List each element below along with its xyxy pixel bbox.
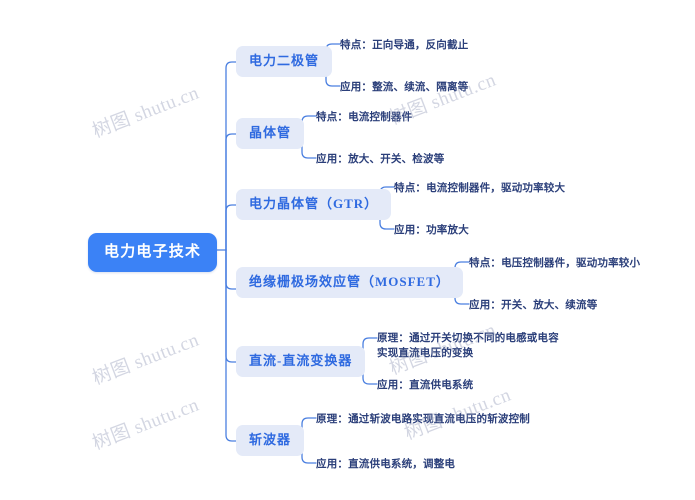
leaf-label: 特点：电流控制器件 <box>316 111 413 123</box>
branch-label: 直流-直流变换器 <box>249 353 353 368</box>
branch-node-power-diode[interactable]: 电力二极管 <box>236 46 333 77</box>
wire-trunk-2 <box>225 133 237 251</box>
leaf-node-chopper-principle[interactable]: 原理：通过斩波电路实现直流电压的斩波控制 <box>316 412 530 427</box>
leaf-label: 应用：直流供电系统，调整电 <box>316 458 456 470</box>
wire-trunk-6 <box>225 249 237 442</box>
leaf-label: 应用：开关、放大、续流等 <box>469 299 598 311</box>
leaf-label: 应用：整流、续流、隔离等 <box>340 81 469 93</box>
leaf-label: 应用：功率放大 <box>394 224 469 236</box>
leaf-node-gtr-application[interactable]: 应用：功率放大 <box>394 223 469 238</box>
leaf-label: 特点：正向导通，反向截止 <box>340 39 469 51</box>
wire-trunk-1 <box>225 61 237 251</box>
leaf-label: 应用：直流供电系统 <box>377 379 474 391</box>
wire-trunk-5 <box>225 249 237 363</box>
branch-node-transistor[interactable]: 晶体管 <box>236 118 305 149</box>
leaf-label: 特点：电流控制器件，驱动功率较大 <box>394 182 566 194</box>
leaf-node-chopper-application[interactable]: 应用：直流供电系统，调整电 <box>316 457 455 472</box>
leaf-node-power-diode-application[interactable]: 应用：整流、续流、隔离等 <box>340 80 468 95</box>
root-node-label: 电力电子技术 <box>104 244 202 260</box>
leaf-label: 原理：通过开关切换不同的电感或电容实现直流电压的变换 <box>377 332 559 360</box>
leaf-label: 特点：电压控制器件，驱动功率较小 <box>469 257 641 269</box>
leaf-node-transistor-application[interactable]: 应用：放大、开关、检波等 <box>316 152 444 167</box>
wire-trunk-4 <box>225 249 237 290</box>
branch-node-mosfet[interactable]: 绝缘栅极场效应管（MOSFET） <box>236 267 463 298</box>
leaf-label: 原理：通过斩波电路实现直流电压的斩波控制 <box>316 413 530 425</box>
leaf-node-power-diode-feature[interactable]: 特点：正向导通，反向截止 <box>340 38 468 53</box>
leaf-label: 应用：放大、开关、检波等 <box>316 153 445 165</box>
branch-node-chopper[interactable]: 斩波器 <box>236 425 305 456</box>
branch-label: 绝缘栅极场效应管（MOSFET） <box>249 274 450 289</box>
branch-node-gtr[interactable]: 电力晶体管（GTR） <box>236 189 392 220</box>
leaf-node-mosfet-application[interactable]: 应用：开关、放大、续流等 <box>469 298 597 313</box>
leaf-node-dc-dc-principle[interactable]: 原理：通过开关切换不同的电感或电容实现直流电压的变换 <box>377 331 563 361</box>
leaf-node-gtr-feature[interactable]: 特点：电流控制器件，驱动功率较大 <box>394 181 565 196</box>
branch-label: 电力二极管 <box>249 53 320 68</box>
branch-label: 晶体管 <box>249 125 292 140</box>
root-node[interactable]: 电力电子技术 <box>88 233 218 273</box>
branch-label: 斩波器 <box>249 432 292 447</box>
leaf-node-transistor-feature[interactable]: 特点：电流控制器件 <box>316 110 412 125</box>
branch-node-dc-dc-converter[interactable]: 直流-直流变换器 <box>236 346 366 377</box>
wire-trunk-3 <box>225 204 237 251</box>
leaf-node-dc-dc-application[interactable]: 应用：直流供电系统 <box>377 378 473 393</box>
leaf-node-mosfet-feature[interactable]: 特点：电压控制器件，驱动功率较小 <box>469 256 640 271</box>
branch-label: 电力晶体管（GTR） <box>249 196 379 211</box>
